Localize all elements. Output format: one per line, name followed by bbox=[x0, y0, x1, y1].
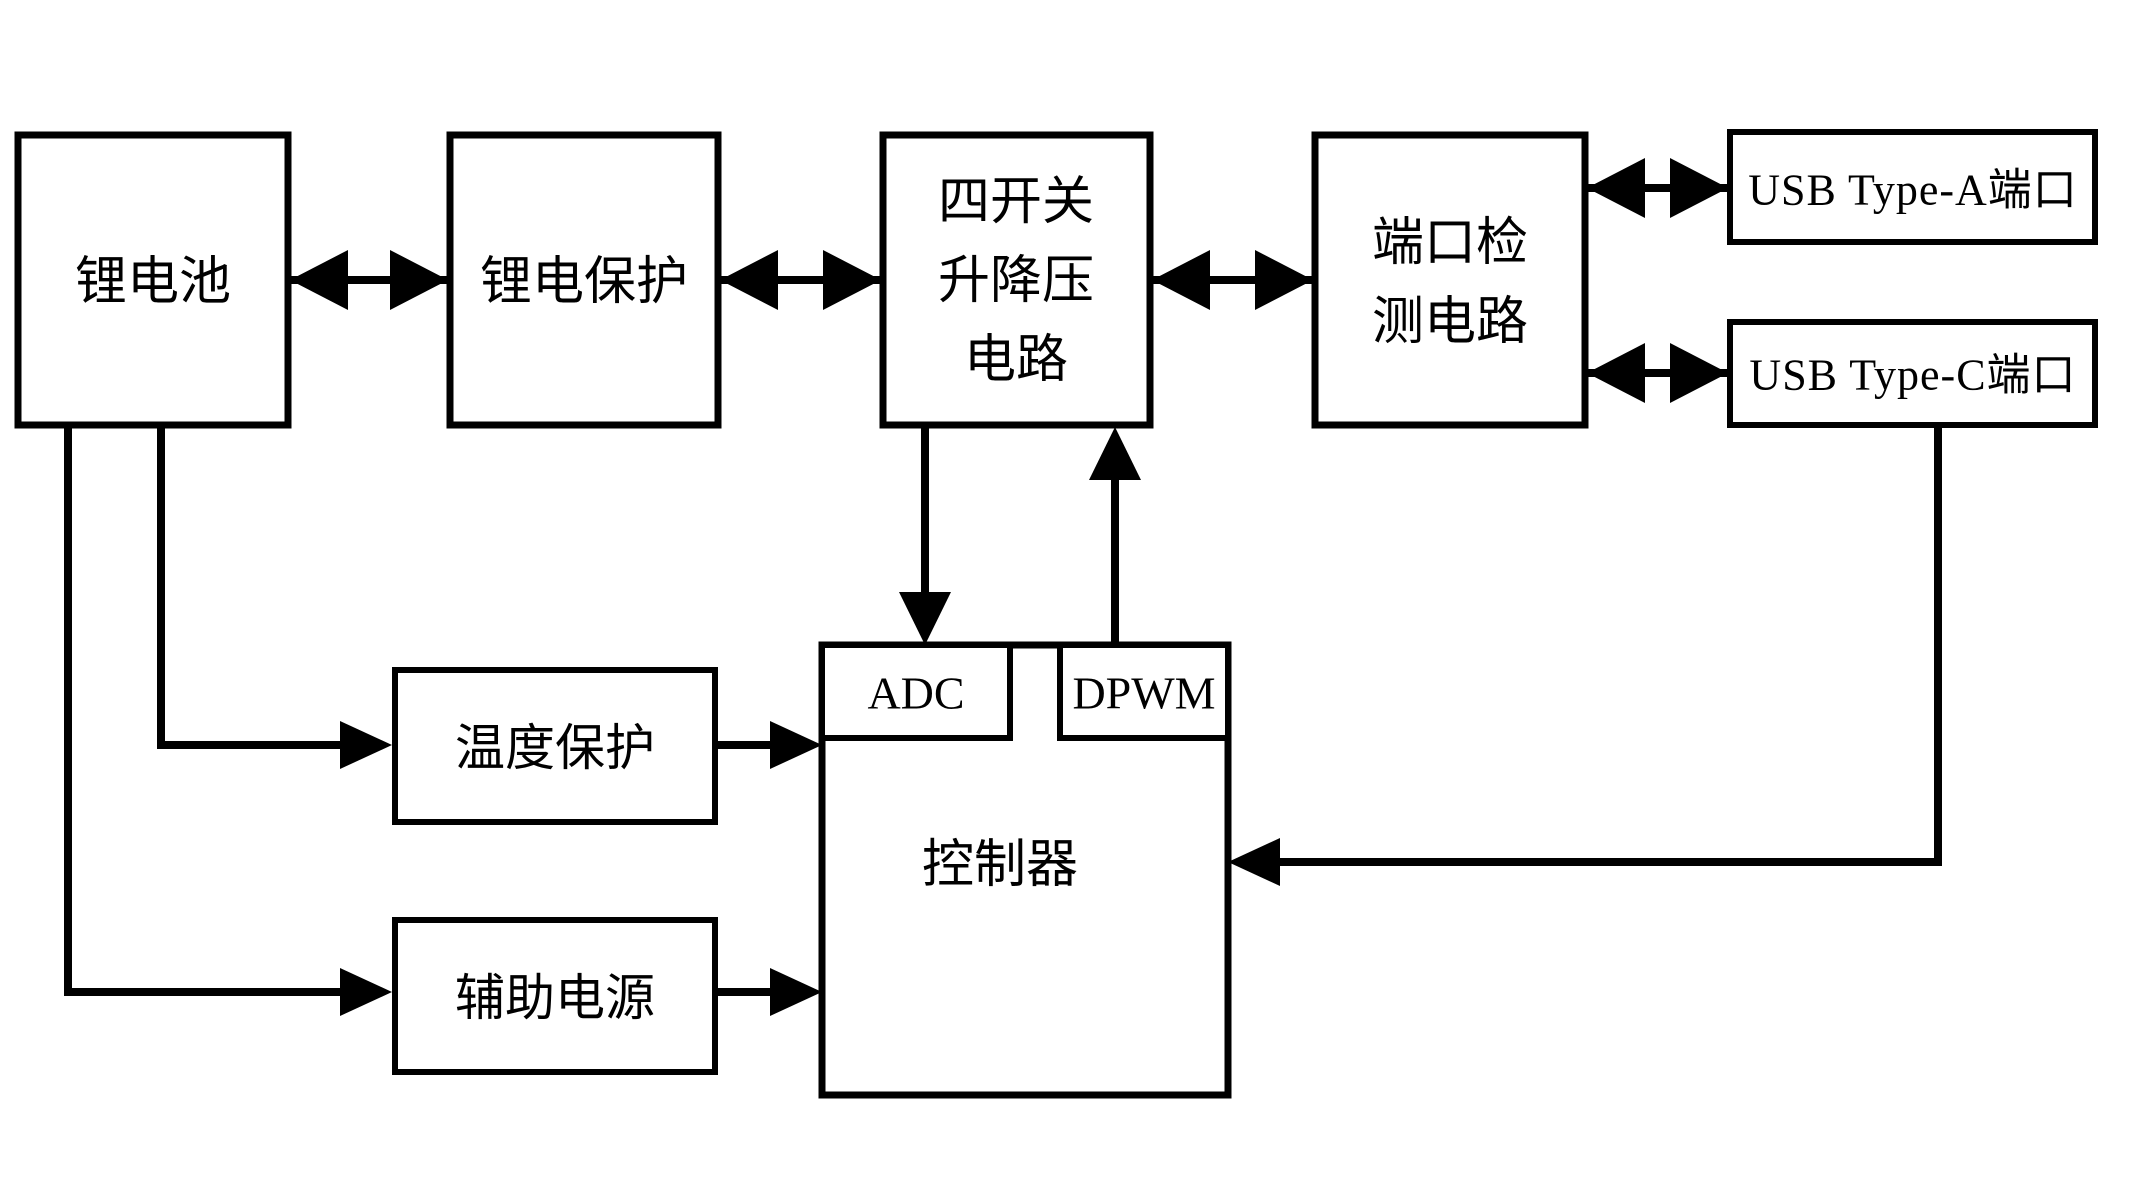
block-port-detect-label-line2: 测电路 bbox=[1372, 292, 1528, 352]
block-auxiliary-power-label: 辅助电源 bbox=[455, 969, 655, 1027]
block-four-switch-label-line3: 电路 bbox=[964, 330, 1068, 390]
connector-dpwm-to-four-switch bbox=[1089, 427, 1141, 645]
block-battery[interactable]: 锂电池 bbox=[14, 131, 292, 429]
connector-four-switch-to-adc bbox=[899, 425, 951, 645]
block-controller-label: 控制器 bbox=[922, 835, 1078, 895]
connector-aux-power-to-controller bbox=[715, 968, 822, 1016]
connector-port-detect-to-usb-c bbox=[1585, 343, 1730, 403]
block-four-switch-label-line2: 升降压 bbox=[938, 251, 1094, 311]
block-usb-type-c-port[interactable]: USB Type-C端口 bbox=[1727, 319, 2098, 428]
connector-temp-protect-to-adc bbox=[715, 721, 822, 769]
block-port-detect-label-line1: 端口检 bbox=[1372, 213, 1528, 273]
block-auxiliary-power[interactable]: 辅助电源 bbox=[392, 917, 718, 1075]
block-dpwm-label: DPWM bbox=[1072, 668, 1215, 719]
connector-four-switch-to-port-detect bbox=[1150, 250, 1315, 310]
block-usb-type-c-label: USB Type-C端口 bbox=[1749, 351, 2076, 400]
block-usb-type-a-label: USB Type-A端口 bbox=[1748, 166, 2078, 215]
block-adc-label: ADC bbox=[867, 668, 964, 719]
connector-usb-c-to-controller bbox=[1228, 425, 1942, 886]
block-four-switch-buck-boost[interactable]: 四开关 升降压 电路 bbox=[879, 131, 1154, 429]
connector-battery-protect-to-four-switch bbox=[718, 250, 883, 310]
connector-battery-to-battery-protect bbox=[288, 250, 450, 310]
block-port-detect-circuit[interactable]: 端口检 测电路 bbox=[1311, 131, 1589, 429]
block-dpwm[interactable]: DPWM bbox=[1057, 642, 1231, 741]
block-temperature-protect[interactable]: 温度保护 bbox=[392, 667, 718, 825]
block-temperature-protect-label: 温度保护 bbox=[455, 719, 655, 777]
block-four-switch-label-line1: 四开关 bbox=[938, 172, 1094, 232]
block-battery-label: 锂电池 bbox=[75, 252, 231, 312]
connector-battery-to-temp-protect bbox=[157, 425, 392, 769]
block-battery-protect[interactable]: 锂电保护 bbox=[446, 131, 722, 429]
block-adc[interactable]: ADC bbox=[819, 642, 1013, 741]
block-battery-protect-label: 锂电保护 bbox=[480, 252, 688, 312]
connector-battery-to-aux-power bbox=[64, 425, 392, 1016]
block-usb-type-a-port[interactable]: USB Type-A端口 bbox=[1727, 129, 2098, 245]
connector-port-detect-to-usb-a bbox=[1585, 158, 1730, 218]
